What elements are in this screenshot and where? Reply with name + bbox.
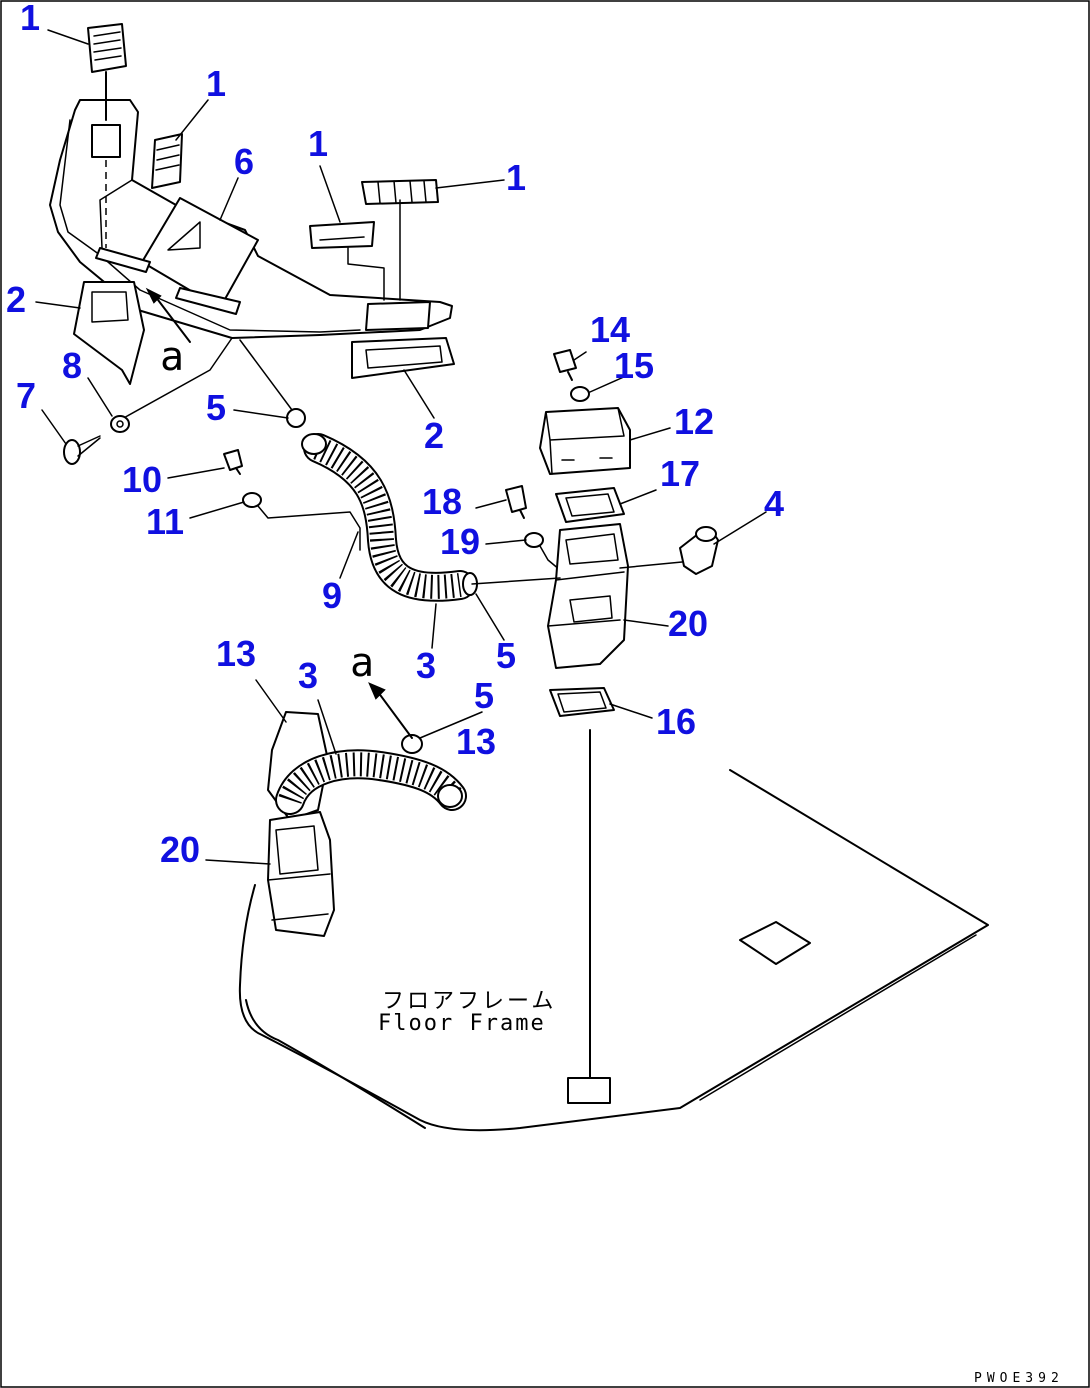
louver-1-right-upper bbox=[361, 179, 439, 205]
louver-1-side bbox=[151, 133, 183, 189]
louver-1-top-left bbox=[87, 23, 127, 73]
callout-2: 2 bbox=[6, 279, 26, 320]
grille-2-right bbox=[351, 337, 455, 379]
callout-10: 10 bbox=[122, 459, 162, 500]
flex-hose-3 bbox=[239, 339, 475, 602]
callout-15: 15 bbox=[614, 345, 654, 386]
grille-2-left bbox=[73, 281, 145, 385]
callout-18: 18 bbox=[422, 481, 462, 522]
callout-3: 3 bbox=[298, 655, 318, 696]
floor-frame-label-en: Floor Frame bbox=[378, 1011, 546, 1036]
leader-lines bbox=[35, 29, 767, 865]
bolt-7 bbox=[63, 435, 101, 465]
washer-19 bbox=[524, 532, 544, 548]
upper-duct-assembly: a bbox=[49, 23, 455, 465]
callout-16: 16 bbox=[656, 701, 696, 742]
callout-17: 17 bbox=[660, 453, 700, 494]
clamp-5-lower bbox=[401, 734, 423, 754]
gasket-17 bbox=[555, 487, 625, 523]
bolt-10 bbox=[223, 449, 243, 475]
floor-hole-square bbox=[739, 921, 811, 965]
callout-1: 1 bbox=[20, 0, 40, 38]
callout-1: 1 bbox=[308, 123, 328, 164]
callout-5: 5 bbox=[496, 635, 516, 676]
lower-assembly: a bbox=[267, 640, 467, 937]
bolt-18 bbox=[505, 485, 527, 513]
callout-20: 20 bbox=[668, 603, 708, 644]
callout-14: 14 bbox=[590, 309, 630, 350]
duct-outlet-right bbox=[365, 301, 431, 331]
callout-11: 11 bbox=[146, 501, 184, 542]
clip-9-bracket bbox=[257, 505, 361, 551]
view-marker-a-upper: a bbox=[160, 334, 184, 380]
floor-hole-rect bbox=[567, 1077, 611, 1104]
panel-6 bbox=[95, 197, 259, 315]
duct-outlet-top bbox=[91, 124, 121, 158]
bolt-14 bbox=[553, 349, 577, 373]
case-20-lower bbox=[267, 811, 335, 937]
callout-1: 1 bbox=[506, 157, 526, 198]
drawing-code: PWOE392 bbox=[974, 1371, 1064, 1386]
callout-13: 13 bbox=[216, 633, 256, 674]
floor-frame-label-jp: フロアフレーム bbox=[382, 989, 556, 1014]
callout-numbers: 1 1 1 1 6 2 2 8 7 5 5 5 10 11 9 3 3 14 1… bbox=[6, 0, 784, 870]
callout-9: 9 bbox=[322, 575, 342, 616]
elbow-4 bbox=[679, 526, 719, 575]
callout-4: 4 bbox=[764, 483, 784, 524]
washer-15 bbox=[570, 386, 590, 402]
callout-20: 20 bbox=[160, 829, 200, 870]
callout-13: 13 bbox=[456, 721, 496, 762]
callout-3: 3 bbox=[416, 645, 436, 686]
clamp-5-upper bbox=[286, 408, 306, 428]
louver-1-right-mid bbox=[309, 221, 375, 249]
washer-11 bbox=[242, 492, 262, 508]
cover-12 bbox=[539, 407, 631, 475]
callout-12: 12 bbox=[674, 401, 714, 442]
callout-5: 5 bbox=[206, 387, 226, 428]
heater-unit bbox=[505, 349, 719, 1079]
floor-frame: フロアフレーム Floor Frame bbox=[238, 769, 989, 1132]
case-20-right bbox=[547, 523, 629, 669]
callout-7: 7 bbox=[16, 375, 36, 416]
view-marker-a-lower: a bbox=[350, 640, 374, 686]
callout-8: 8 bbox=[62, 345, 82, 386]
washer-8 bbox=[110, 415, 130, 433]
callout-2: 2 bbox=[424, 415, 444, 456]
callout-6: 6 bbox=[234, 141, 254, 182]
callout-1: 1 bbox=[206, 63, 226, 104]
callout-5: 5 bbox=[474, 675, 494, 716]
callout-19: 19 bbox=[440, 521, 480, 562]
